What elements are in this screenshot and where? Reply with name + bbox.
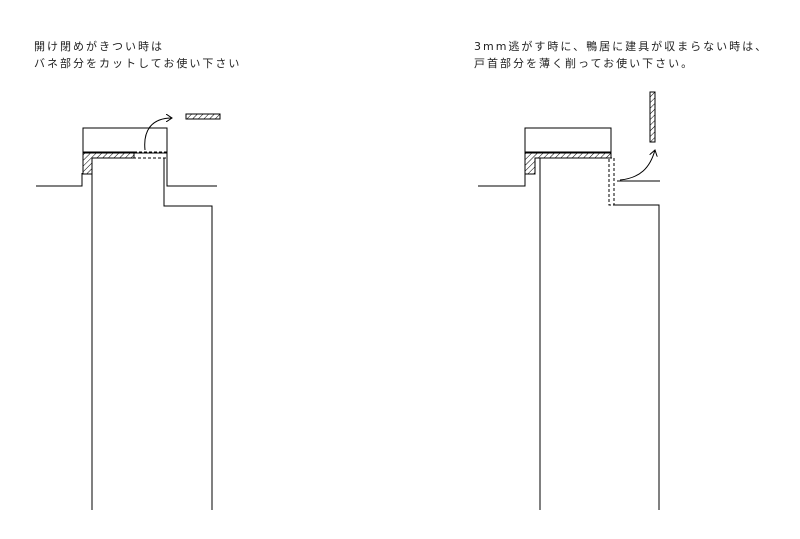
left-lintel-block [82,127,168,154]
right-spring-hatched-l [524,151,612,175]
right-door-stile-right [614,204,660,510]
right-floor-line-left [478,173,526,187]
right-instruction-line-1: 3mm逃がす時に、鴨居に建具が収まらない時は、 [474,40,769,53]
left-instruction-line-1: 開け閉めがきつい時は [34,40,164,53]
right-instruction-text: 3mm逃がす時に、鴨居に建具が収まらない時は、 戸首部分を薄く削ってお使い下さい… [474,38,768,72]
left-spring-hatched-l [82,151,135,175]
right-lintel-block [524,127,612,154]
left-instruction-text: 開け閉めがきつい時は バネ部分をカットしてお使い下さい [34,38,241,72]
left-instruction-line-2: バネ部分をカットしてお使い下さい [34,57,242,70]
left-removal-arrow [144,118,172,151]
right-door-neck-cut-dashed [608,157,615,206]
right-instruction-line-2: 戸首部分を薄く削ってお使い下さい。 [474,57,695,70]
left-jamb-notch-right [166,153,217,187]
right-diagram [478,91,660,510]
left-removed-strip [185,113,221,120]
right-removal-arrow [619,150,655,181]
right-removed-strip [649,91,656,143]
left-door-stile-right [163,158,213,510]
left-spring-cut-dashed [133,151,168,159]
left-floor-line-left [36,173,83,187]
left-diagram [36,113,221,510]
